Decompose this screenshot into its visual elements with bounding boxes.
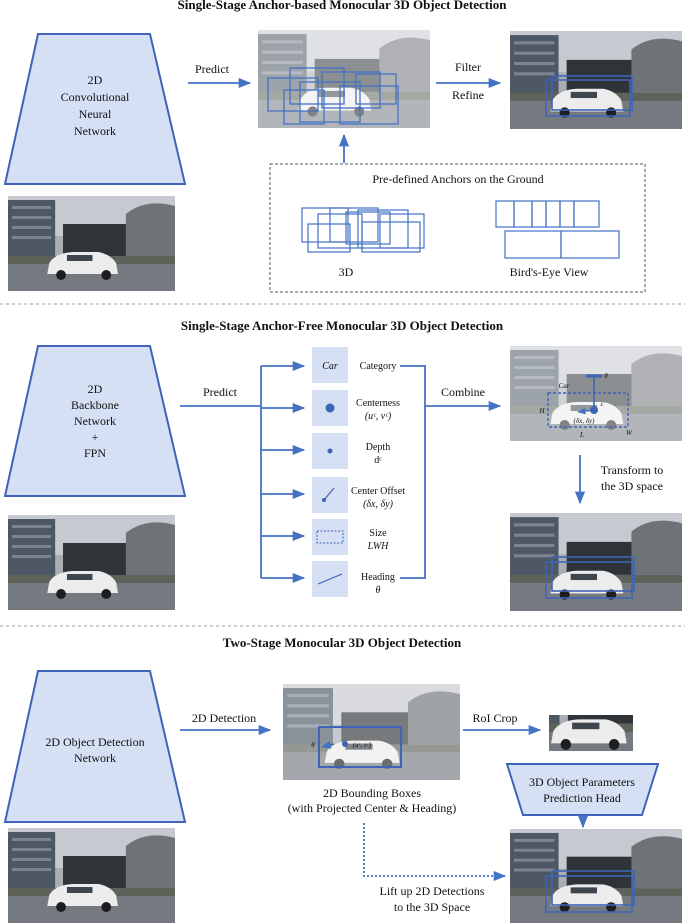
backbone-label-3: Network [74, 414, 116, 428]
anchor-3d-label: 3D [339, 265, 354, 279]
head-size-sub: LWH [367, 541, 390, 552]
filter-label: Filter [455, 60, 481, 74]
cnn-label-4: Network [74, 124, 116, 138]
input-image-1 [8, 196, 175, 291]
heading-line-icon [317, 573, 343, 585]
combined-car-label: Car [559, 382, 570, 390]
transform-label-2: the 3D space [601, 479, 663, 493]
section3-title: Two-Stage Monocular 3D Object Detection [223, 635, 462, 650]
backbone-trapezoid [3, 345, 187, 497]
bbox-theta-label: θ [311, 741, 315, 749]
head-category-label: Category [360, 361, 397, 372]
head-heading-label: Heading [361, 572, 395, 583]
combine-label: Combine [441, 385, 485, 399]
roi-crop-image [549, 715, 633, 751]
bbox-image [283, 684, 460, 780]
combined-center-label: c [600, 400, 604, 408]
head-centerness-label: Centerness [356, 398, 400, 409]
detection-label: 2D Detection [192, 711, 256, 725]
cnn-label-3: Neural [79, 107, 112, 121]
category-icon-text: Car [322, 361, 338, 372]
lift-arrow [363, 823, 507, 882]
size-box-icon [316, 530, 344, 544]
head-offset-sub: (δx, δy) [363, 499, 394, 510]
category-icon [312, 347, 348, 383]
head-heading-sub: θ [376, 585, 381, 596]
combined-w-label: W [626, 429, 633, 437]
anchor-3d-boxes [301, 207, 425, 253]
anchor-boxes [267, 67, 399, 125]
prediction-head-label-1: 3D Object Parameters [529, 775, 635, 789]
centerness-dot-icon [325, 403, 335, 413]
lift-label-2: to the 3D Space [394, 900, 470, 914]
size-icon [312, 519, 348, 555]
bbox-caption-2: (with Projected Center & Heading) [288, 801, 457, 815]
combined-l-label: L [579, 431, 584, 439]
backbone-label-1: 2D [88, 382, 103, 396]
head-centerness-sub: (uᶜ, vᶜ) [365, 411, 392, 422]
combined-h-label: H [538, 407, 545, 415]
result-box-2 [545, 556, 635, 599]
combined-result-overlay [547, 374, 629, 428]
cnn-trapezoid [3, 33, 187, 185]
detector-label-1: 2D Object Detection [45, 735, 144, 749]
head-branches [260, 360, 306, 584]
predict-label-1: Predict [195, 62, 230, 76]
refine-label: Refine [452, 88, 484, 102]
head-size-label: Size [369, 528, 387, 539]
section2-title: Single-Stage Anchor-Free Monocular 3D Ob… [181, 318, 504, 333]
transform-label-1: Transform to [601, 463, 664, 477]
center-offset-dot-icon [322, 498, 326, 502]
detector-trapezoid [3, 670, 187, 823]
combined-offset-label: (δx, δy) [574, 417, 596, 425]
head-offset-label: Center Offset [351, 486, 405, 497]
lift-label-1: Lift up 2D Detections [380, 884, 485, 898]
bbox-center-label: (uᶜ, vᶜ) [353, 741, 372, 749]
result-box-3 [545, 870, 635, 913]
predict-label-2: Predict [203, 385, 238, 399]
section1-title: Single-Stage Anchor-based Monocular 3D O… [178, 0, 508, 12]
backbone-label-2: Backbone [71, 398, 119, 412]
bbox-caption-1: 2D Bounding Boxes [323, 786, 421, 800]
prediction-head-trapezoid [505, 763, 660, 816]
depth-dot-icon [327, 448, 333, 454]
anchor-bev-boxes [495, 200, 620, 259]
center-offset-icon [312, 477, 348, 513]
bbox-overlay [318, 726, 402, 768]
cnn-label-1: 2D [88, 73, 103, 87]
center-offset-arrow-icon [323, 487, 335, 501]
input-image-3 [8, 828, 175, 923]
head-depth-sub: dᶜ [374, 455, 382, 466]
anchors-title: Pre-defined Anchors on the Ground [372, 172, 543, 186]
input-image-2 [8, 515, 175, 610]
combined-theta-label: θ [604, 372, 608, 380]
roi-label: RoI Crop [473, 711, 518, 725]
prediction-head-label-2: Prediction Head [543, 791, 621, 805]
anchors-panel [269, 163, 646, 293]
result-box-1 [545, 75, 633, 117]
cnn-label-2: Convolutional [61, 90, 130, 104]
backbone-label-5: FPN [84, 446, 106, 460]
head-depth-label: Depth [366, 442, 390, 453]
detector-label-2: Network [74, 751, 116, 765]
anchor-bev-label: Bird's-Eye View [510, 265, 589, 279]
combine-bracket [400, 365, 426, 579]
backbone-label-4: + [92, 430, 99, 444]
